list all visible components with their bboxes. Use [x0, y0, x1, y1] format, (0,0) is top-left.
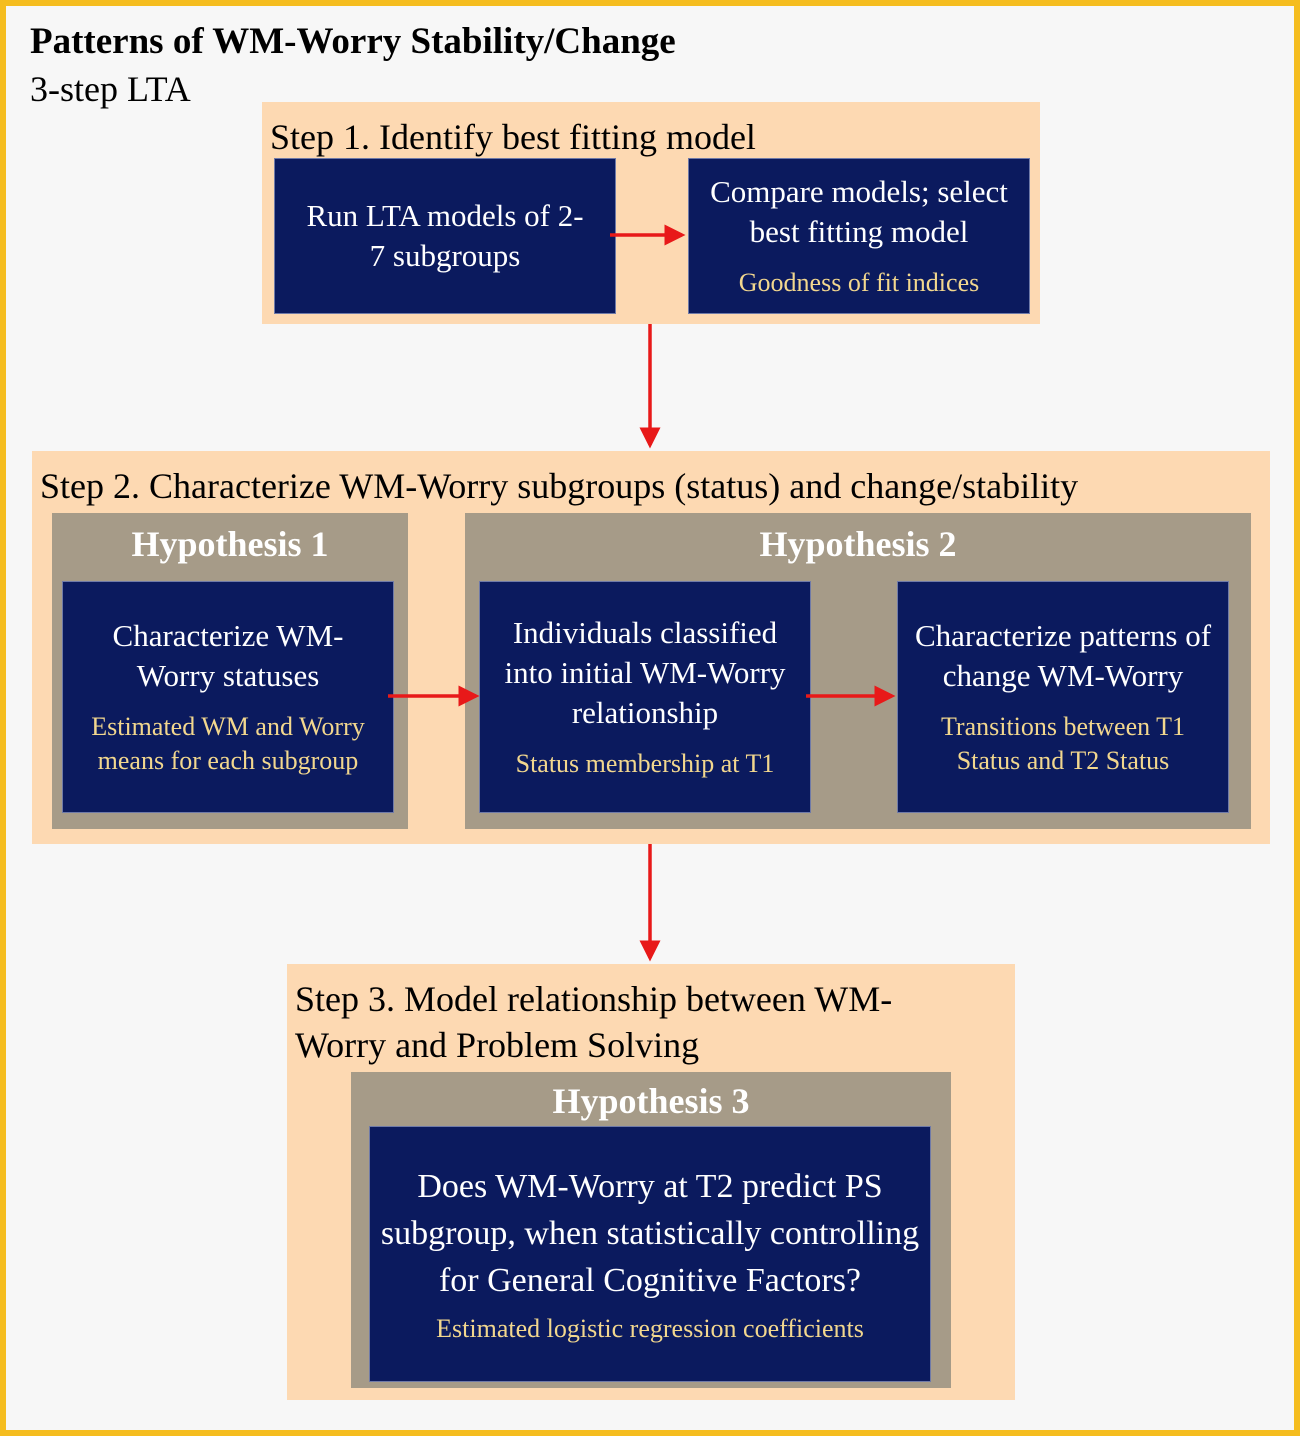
- step2-panel: Step 2. Characterize WM-Worry subgroups …: [32, 451, 1270, 844]
- hypothesis2-label: Hypothesis 2: [759, 524, 957, 564]
- hypothesis1-label: Hypothesis 1: [131, 524, 329, 564]
- hypothesis2-panel: Hypothesis 2 Individuals classified into…: [465, 513, 1251, 829]
- step3-label-line1: Step 3. Model relationship between WM-: [295, 979, 893, 1019]
- characterize-patterns-box: Characterize patterns of change WM-Worry…: [897, 581, 1229, 813]
- step1-compare-models-box: Compare models; select best fitting mode…: [688, 158, 1030, 314]
- characterize-patterns-text: Characterize patterns of change WM-Worry: [914, 618, 1212, 693]
- run-models-text: Run LTA models of 2-7 subgroups: [306, 198, 584, 273]
- characterize-patterns-subtext: Transitions between T1 Status and T2 Sta…: [940, 712, 1186, 775]
- does-wm-worry-predict-box: Does WM-Worry at T2 predict PS subgroup,…: [369, 1126, 931, 1382]
- hypothesis1-panel: Hypothesis 1 Characterize WM-Worry statu…: [52, 513, 408, 829]
- diagram-subtitle: 3-step LTA: [30, 69, 191, 109]
- compare-models-subtext: Goodness of fit indices: [738, 268, 980, 297]
- step1-panel: Step 1. Identify best fitting model Run …: [262, 102, 1040, 324]
- characterize-statuses-box: Characterize WM-Worry statuses Estimated…: [62, 581, 394, 813]
- step2-label: Step 2. Characterize WM-Worry subgroups …: [40, 466, 1079, 506]
- step3-label-line2: Worry and Problem Solving: [295, 1025, 700, 1065]
- individuals-classified-box: Individuals classified into initial WM-W…: [479, 581, 811, 813]
- step3-panel: Step 3. Model relationship between WM- W…: [287, 964, 1015, 1400]
- characterize-statuses-text: Characterize WM-Worry statuses: [112, 618, 344, 693]
- individuals-classified-text: Individuals classified into initial WM-W…: [504, 615, 786, 730]
- arrows-layer: [388, 224, 896, 962]
- does-wm-worry-predict-text: Does WM-Worry at T2 predict PS subgroup,…: [380, 1167, 920, 1299]
- step1-run-models-box: Run LTA models of 2-7 subgroups: [274, 158, 616, 314]
- diagram-title: Patterns of WM-Worry Stability/Change: [30, 21, 676, 62]
- individuals-classified-subtext: Status membership at T1: [515, 749, 775, 778]
- does-wm-worry-predict-subtext: Estimated logistic regression coefficien…: [436, 1313, 864, 1343]
- hypothesis3-panel: Hypothesis 3 Does WM-Worry at T2 predict…: [351, 1072, 951, 1388]
- compare-models-text: Compare models; select best fitting mode…: [710, 174, 1008, 249]
- hypothesis3-label: Hypothesis 3: [552, 1081, 750, 1121]
- step1-label: Step 1. Identify best fitting model: [270, 117, 756, 157]
- characterize-statuses-subtext: Estimated WM and Worry means for each su…: [91, 712, 365, 775]
